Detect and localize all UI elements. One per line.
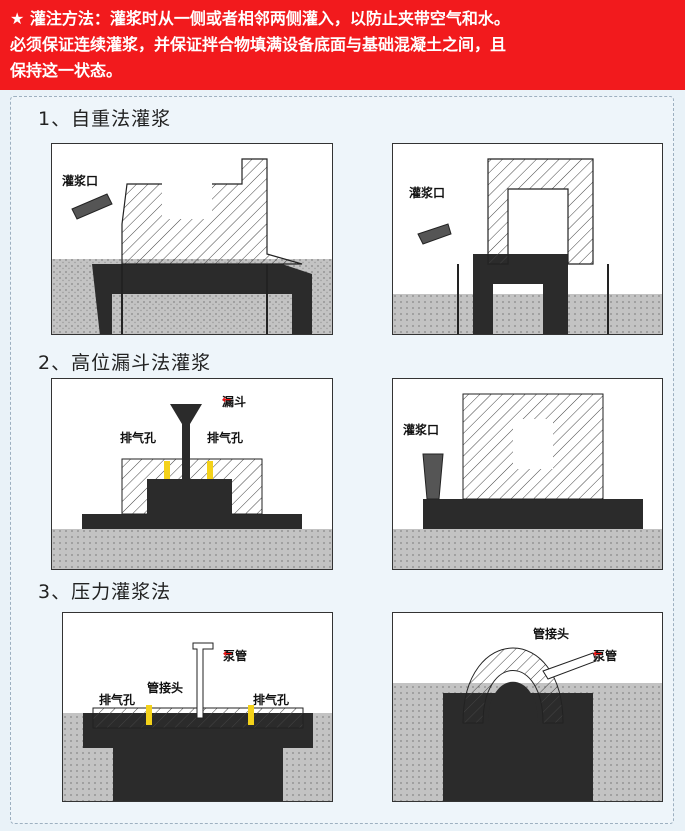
vent-hole-label-p2: 排气孔 <box>253 693 290 707</box>
pour-port-label-right: 灌浆口 <box>409 186 446 200</box>
section-title-pressure: 3、压力灌浆法 <box>38 581 172 603</box>
funnel-label: ← 漏斗 <box>222 393 247 409</box>
gravity-panel-left: 灌浆口 <box>51 143 333 335</box>
section-title-funnel: 2、高位漏斗法灌浆 <box>38 352 212 374</box>
red-arrow-icon: ← <box>222 393 232 406</box>
pour-port-label-funnel: 灌浆口 <box>403 423 440 437</box>
funnel-panel-left: ← 漏斗 排气孔 排气孔 <box>51 378 333 570</box>
pump-pipe-label-right: ← 泵管 <box>593 647 618 663</box>
pipe-joint-label-left: 管接头 <box>147 681 184 695</box>
pressure-panel-right: 管接头 ← 泵管 <box>392 612 663 802</box>
vent-hole-label-right: 排气孔 <box>207 431 244 445</box>
star-icon: ★ <box>10 9 25 28</box>
funnel-panel-right: 灌浆口 <box>392 378 663 570</box>
red-arrow-icon: ← <box>223 647 233 660</box>
banner-text-1: 灌注方法：灌浆时从一侧或者相邻两侧灌入，以防止夹带空气和水。 <box>29 9 510 28</box>
banner-line-1: ★ 灌注方法：灌浆时从一侧或者相邻两侧灌入，以防止夹带空气和水。 <box>10 6 675 32</box>
pump-pipe-label-left: ← 泵管 <box>223 647 248 663</box>
vent-hole-label-left: 排气孔 <box>120 431 157 445</box>
gravity-panel-right: 灌浆口 <box>392 143 663 335</box>
pressure-panel-left: ← 泵管 管接头 排气孔 排气孔 <box>62 612 333 802</box>
pipe-joint-label-right: 管接头 <box>533 627 570 641</box>
banner-line-2: 必须保证连续灌浆，并保证拌合物填满设备底面与基础混凝土之间，且 <box>10 35 507 54</box>
section-title-gravity: 1、自重法灌浆 <box>38 108 172 130</box>
pour-port-label: 灌浆口 <box>62 174 99 188</box>
banner-line-3: 保持这一状态。 <box>10 61 123 80</box>
red-arrow-icon: ← <box>593 647 603 660</box>
vent-hole-label-p1: 排气孔 <box>99 693 136 707</box>
instruction-banner: ★ 灌注方法：灌浆时从一侧或者相邻两侧灌入，以防止夹带空气和水。 必须保证连续灌… <box>0 0 685 90</box>
